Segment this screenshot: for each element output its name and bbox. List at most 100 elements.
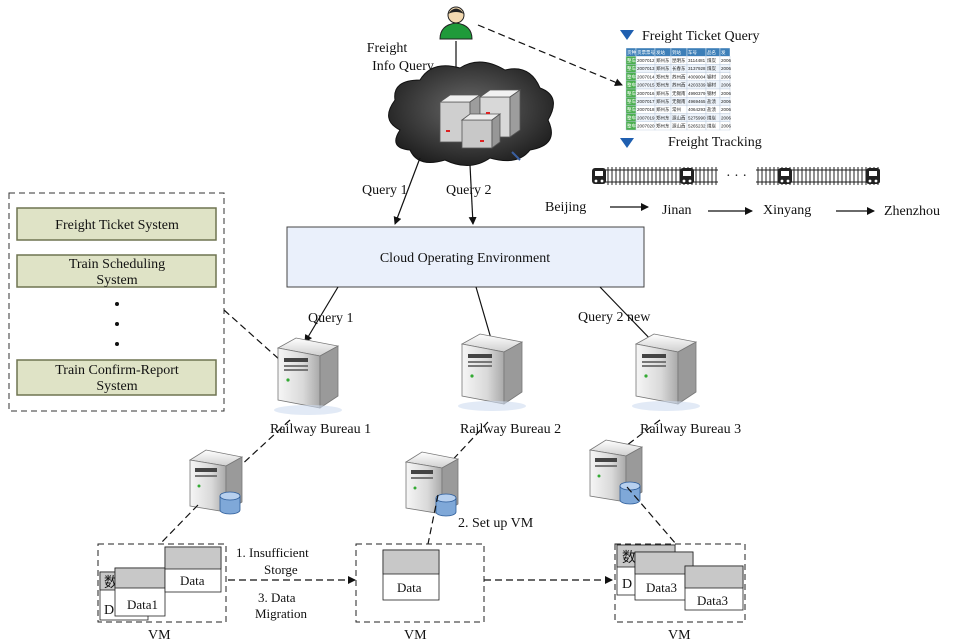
query1-left-label: Query 1 <box>308 311 354 326</box>
ticket-table-cell: 2007017 <box>637 99 655 104</box>
freight-info-query-label-1: Freight <box>367 41 408 56</box>
database-server-icon <box>405 451 459 517</box>
ticket-table-header: 货票票号 <box>637 49 655 56</box>
ticket-table-header: 车号 <box>688 49 697 56</box>
database-server-icon <box>589 439 643 505</box>
ticket-table-cell: 2006 <box>721 115 732 120</box>
city-beijing: Beijing <box>545 200 586 215</box>
ticket-table-cell: 郑州东 <box>656 98 670 105</box>
svg-text:Data3: Data3 <box>697 593 728 608</box>
env-to-bureau3-arrow <box>599 286 656 345</box>
ticket-table-cell: 盐渍 <box>707 98 716 105</box>
city-jinan: Jinan <box>662 203 692 218</box>
ticket-table-cell: 整车 <box>627 98 636 105</box>
ticket-table-cell: 2006 <box>721 83 732 88</box>
train-scheduling-label-2: System <box>96 273 137 288</box>
ticket-table-header: 发 <box>721 49 726 56</box>
migration-label-1: 3. Data <box>258 590 296 605</box>
ticket-table-cell: 2007015 <box>637 83 655 88</box>
cloud-icon <box>388 61 554 166</box>
train-confirm-report-system-box <box>16 359 217 396</box>
vm3-label: VM <box>668 628 691 642</box>
ticket-table-cell: 钢材 <box>707 73 716 80</box>
ticket-table-cell: 2006 <box>721 107 732 112</box>
ticket-table-cell: 钢材 <box>707 90 716 97</box>
ticket-table-cell: 郑州东 <box>656 123 670 130</box>
ticket-table-cell: 4009004 <box>688 74 706 79</box>
city-zhenzhou: Zhenzhou <box>884 204 940 219</box>
ticket-table-cell: 4064293 <box>688 107 706 112</box>
ticket-table-cell: 盐渍 <box>707 106 716 113</box>
ticket-table-header: 品名 <box>707 49 716 56</box>
ticket-table-cell: 无锡南 <box>672 98 686 105</box>
panel-to-bureau1-dashed <box>223 309 281 361</box>
bureau2-label: Railway Bureau 2 <box>460 422 561 437</box>
svg-text:数: 数 <box>104 575 118 591</box>
cloud-env-box <box>286 226 645 288</box>
database-server-icon <box>189 449 243 515</box>
query1-top-arrow <box>393 157 421 225</box>
ticket-table-cell: 4969465 <box>688 99 706 104</box>
ticket-table-cell: 5275990 <box>688 115 706 120</box>
ticket-table-cell: 2007019 <box>637 115 655 120</box>
vm2-label: VM <box>404 628 427 642</box>
ticket-table-cell: 2006 <box>721 58 732 63</box>
train-scheduling-label-1: Train Scheduling <box>69 257 165 272</box>
ticket-table-cell: 2006 <box>721 99 732 104</box>
train-confirm-report-label-1: Train Confirm-Report <box>55 363 179 378</box>
svg-text:Data1: Data1 <box>127 597 158 612</box>
ticket-table-header: 到站 <box>672 49 681 56</box>
ticket-table-header: 货种 <box>627 49 636 56</box>
ticket-table-cell: 2007016 <box>637 91 655 96</box>
ticket-table-cell: 2007013 <box>637 66 655 71</box>
user-to-ticket-query-dashed <box>477 24 623 86</box>
env-to-bureau2-line <box>475 286 493 343</box>
server-icon <box>457 333 527 412</box>
svg-text:D: D <box>104 603 114 618</box>
ticket-table-cell: 郑州东 <box>656 90 670 97</box>
vm2-data-block: Data <box>382 549 440 601</box>
ticket-table-cell: 5265232 <box>688 124 706 129</box>
ticket-table-cell: 苏州西 <box>672 82 686 89</box>
tracking-triangle-icon <box>620 138 634 148</box>
train-icon <box>680 168 694 184</box>
ticket-table-cell: 煤炭 <box>707 114 716 121</box>
bureau1-label: Railway Bureau 1 <box>270 422 371 437</box>
ticket-table-cell: 郑州东 <box>656 106 670 113</box>
train-icon <box>778 168 792 184</box>
insufficient-label-2: Storge <box>264 562 298 577</box>
ticket-table-cell: 2007018 <box>637 107 655 112</box>
ticket-table-cell: 2006 <box>721 66 732 71</box>
query2-top-label: Query 2 <box>446 183 492 198</box>
vm1-label: VM <box>148 628 171 642</box>
ticket-table-cell: 郑州东 <box>656 73 670 80</box>
ticket-table-cell: 煤炭 <box>707 65 716 72</box>
svg-text:Data: Data <box>180 573 205 588</box>
query2-new-label: Query 2 new <box>578 310 651 325</box>
svg-text:Data3: Data3 <box>646 580 677 595</box>
vm2-box <box>355 543 485 623</box>
migration-label-2: Migration <box>255 606 307 621</box>
ticket-table-cell: 整车 <box>627 114 636 121</box>
ticket-table-cell: 整车 <box>627 106 636 113</box>
freight-ticket-system-box <box>16 207 217 241</box>
ticket-table-cell: 2007014 <box>637 74 655 79</box>
ticket-table-cell: 苏州西 <box>672 73 686 80</box>
ticket-table-cell: 3114481 <box>688 58 706 63</box>
freight-ticket-system-label: Freight Ticket System <box>55 218 179 233</box>
query1-top-label: Query 1 <box>362 183 408 198</box>
ticket-table-cell: 2007012 <box>637 58 655 63</box>
ticket-table-cell: 郑州东 <box>656 65 670 72</box>
tracking-title: Freight Tracking <box>668 135 762 150</box>
freight-info-query-label-2: Info Query <box>372 59 434 74</box>
ticket-table-cell: 整车 <box>627 65 636 72</box>
setup-vm-label: 2. Set up VM <box>458 516 534 531</box>
train-confirm-report-label-2: System <box>96 379 137 394</box>
city-xinyang: Xinyang <box>763 203 811 218</box>
train-scheduling-system-box <box>16 254 217 288</box>
server-icon <box>273 337 343 416</box>
cloud-env-title: Cloud Operating Environment <box>380 251 550 266</box>
ticket-table-cell: 煤炭 <box>707 123 716 130</box>
